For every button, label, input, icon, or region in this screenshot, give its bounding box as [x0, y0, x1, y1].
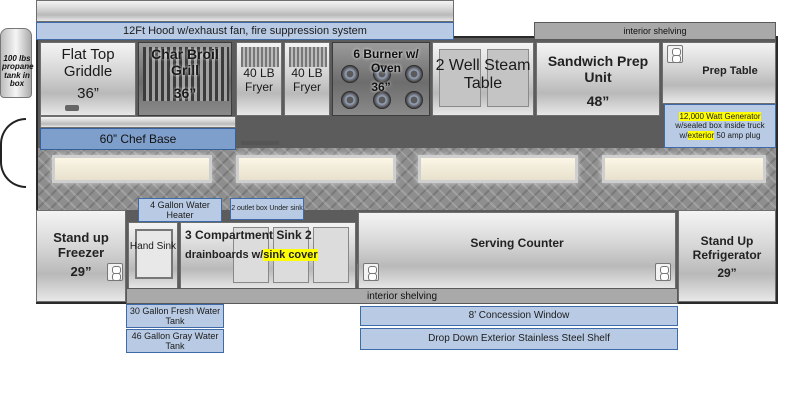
serving-counter-name: Serving Counter — [470, 236, 564, 250]
ceiling-light-1 — [52, 155, 212, 183]
char-broil-grill: Char Broil Grill 36” — [138, 42, 232, 116]
burner-icon — [341, 65, 359, 83]
ceiling-light-3 — [418, 155, 578, 183]
concession-window-label: 8’ Concession Window — [360, 306, 678, 326]
fryer-1-basket — [241, 47, 279, 67]
sandwich-prep-unit: Sandwich Prep Unit 48” — [536, 42, 660, 116]
flat-top-size: 36” — [77, 85, 99, 102]
burner-icon — [373, 65, 391, 83]
outlet-box-label: 2 outlet box Under sink — [230, 198, 304, 220]
outlet-icon — [107, 263, 123, 281]
generator-label: 12,000 Watt Generator w/sealed box insid… — [664, 104, 776, 148]
burner-icon — [405, 91, 423, 109]
prep-table: Prep Table — [662, 42, 776, 104]
serving-counter: Serving Counter — [358, 212, 676, 290]
sink-line2-wrap: drainboards w/sink cover — [185, 249, 355, 262]
steam-table: 2 Well Steam Table — [432, 42, 534, 116]
water-heater-label: 4 Gallon Water Heater — [138, 198, 222, 222]
prep-table-name: Prep Table — [702, 65, 758, 77]
outlet-icon — [655, 263, 671, 281]
burner-oven-name: 6 Burner w/ Oven — [353, 47, 419, 75]
chef-base-top — [40, 116, 236, 128]
drop-down-shelf-label: Drop Down Exterior Stainless Steel Shelf — [360, 328, 678, 350]
interior-shelving-bottom: interior shelving — [126, 288, 678, 304]
outlet-icon — [667, 45, 683, 63]
fryer-2: 40 LB Fryer — [284, 42, 330, 116]
refrigerator-name: Stand Up Refrigerator — [692, 234, 762, 262]
burner-icon — [405, 65, 423, 83]
six-burner-oven: 6 Burner w/ Oven 36” — [332, 42, 430, 116]
outlet-icon — [363, 263, 379, 281]
griddle-knob — [65, 105, 79, 111]
fryer-1: 40 LB Fryer — [236, 42, 282, 145]
fryer-1-handle — [241, 141, 279, 145]
freezer-name: Stand up Freezer — [53, 230, 109, 260]
burner-oven-size: 36” — [371, 80, 391, 94]
gray-water-label: 46 Gallon Gray Water Tank — [126, 329, 224, 353]
ceiling-light-4 — [602, 155, 766, 183]
hand-sink-name: Hand Sink — [129, 241, 177, 252]
grill-grate — [143, 47, 229, 101]
steam-well-1 — [439, 49, 481, 107]
three-compartment-sink: 3 Compartment Sink 2 drainboards w/sink … — [180, 222, 373, 290]
freezer-size: 29” — [70, 264, 92, 279]
chef-base-label: 60” Chef Base — [40, 128, 236, 150]
generator-suffix: 50 amp plug — [714, 130, 761, 140]
flat-top-name: Flat Top Griddle — [61, 46, 115, 81]
generator-cord — [0, 118, 26, 188]
ceiling-light-2 — [236, 155, 396, 183]
hand-sink-basin — [135, 229, 173, 279]
generator-amount: 12,000 Watt Generator — [679, 112, 761, 122]
char-broil-size: 36” — [173, 85, 197, 101]
generator-highlight: exterior — [687, 130, 715, 140]
fryer-1-name: 40 LB Fryer — [243, 66, 275, 94]
fryer-2-basket — [289, 47, 327, 67]
hood-unit — [36, 0, 454, 22]
sink-line2: drainboards w/ — [185, 249, 264, 261]
burner-icon — [373, 91, 391, 109]
hood-label: 12Ft Hood w/exhaust fan, fire suppressio… — [36, 22, 454, 40]
stand-up-freezer: Stand up Freezer 29” — [36, 210, 126, 302]
propane-label: 100 lbs propane tank in box — [2, 54, 34, 89]
propane-tank: 100 lbs propane tank in box — [0, 28, 34, 98]
steam-table-name: 2 Well Steam Table — [435, 57, 531, 93]
char-broil-name: Char Broil Grill — [151, 46, 219, 79]
fryer-2-name: 40 LB Fryer — [291, 66, 323, 94]
sandwich-prep-name: Sandwich Prep Unit — [547, 53, 649, 86]
interior-shelving-top: interior shelving — [534, 22, 776, 40]
flat-top-griddle: Flat Top Griddle 36” — [40, 42, 136, 116]
fresh-water-label: 30 Gallon Fresh Water Tank — [126, 304, 224, 328]
sink-highlight: sink cover — [263, 249, 318, 261]
steam-well-2 — [487, 49, 529, 107]
burner-icon — [341, 91, 359, 109]
sink-line1: 3 Compartment Sink 2 — [185, 228, 312, 242]
hand-sink: Hand Sink — [128, 222, 178, 290]
generator-line2: w/sealed box inside truck — [675, 121, 765, 131]
refrigerator-size: 29” — [717, 266, 737, 280]
stand-up-refrigerator: Stand Up Refrigerator 29” — [678, 210, 776, 302]
generator-prefix: w/ — [679, 130, 688, 140]
sandwich-prep-size: 48” — [586, 93, 610, 109]
